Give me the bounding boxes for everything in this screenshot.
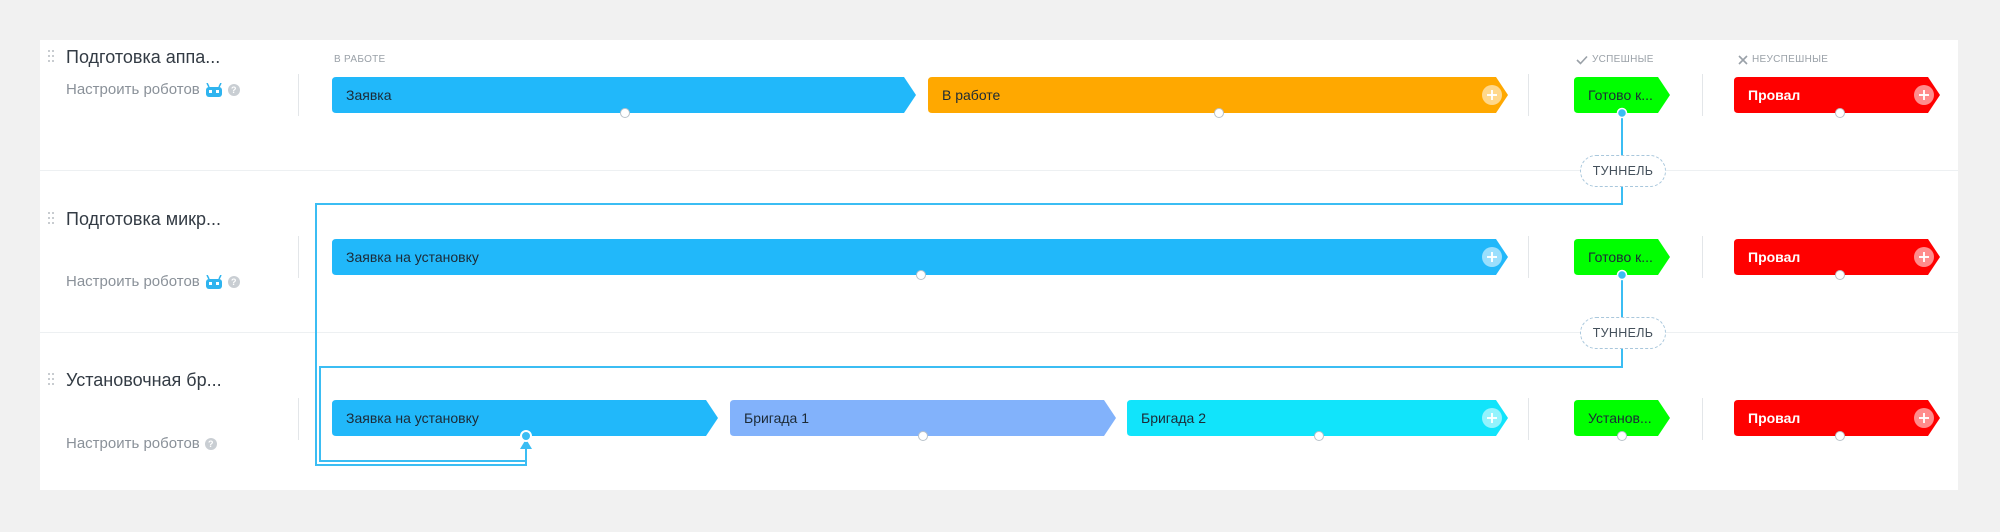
row-divider xyxy=(40,170,1958,171)
add-stage-icon[interactable] xyxy=(1914,408,1934,428)
stage-label: Провал xyxy=(1748,87,1801,103)
stage-label: Заявка на установку xyxy=(346,249,479,265)
stage-zayavka-na-ustanovku[interactable]: Заявка на установку xyxy=(332,239,1508,280)
help-icon[interactable]: ? xyxy=(227,275,240,288)
stage-label: Заявка на установку xyxy=(346,410,479,426)
configure-robots-link[interactable]: Настроить роботов ? xyxy=(66,435,217,452)
connector-point[interactable] xyxy=(916,270,926,280)
drag-handle-icon[interactable] xyxy=(48,212,56,228)
stage-success[interactable]: Готово к... xyxy=(1574,77,1670,113)
divider xyxy=(1702,398,1703,440)
divider xyxy=(1528,236,1529,278)
divider xyxy=(298,74,299,116)
add-stage-icon[interactable] xyxy=(1482,247,1502,267)
cross-icon xyxy=(1738,54,1748,65)
connector-point[interactable] xyxy=(620,108,630,118)
stage-label: Заявка xyxy=(346,87,392,103)
add-stage-icon[interactable] xyxy=(1914,85,1934,105)
configure-robots-label[interactable]: Настроить роботов xyxy=(66,435,200,452)
divider xyxy=(1702,236,1703,278)
connector-point[interactable] xyxy=(1617,431,1627,441)
add-stage-icon[interactable] xyxy=(1914,247,1934,267)
column-header-success: УСПЕШНЫЕ xyxy=(1576,54,1654,65)
configure-robots-label[interactable]: Настроить роботов xyxy=(66,273,200,290)
stage-label: В работе xyxy=(942,87,1001,103)
connector-point[interactable] xyxy=(1314,431,1324,441)
stage-label: Провал xyxy=(1748,410,1801,426)
stage-v-rabote[interactable]: В работе xyxy=(928,77,1508,118)
stage-fail[interactable]: Провал xyxy=(1734,77,1940,118)
tunnel-badge[interactable]: ТУННЕЛЬ xyxy=(1580,155,1666,187)
add-stage-icon[interactable] xyxy=(1482,85,1502,105)
check-icon xyxy=(1576,55,1588,65)
configure-robots-link[interactable]: Настроить роботов ? xyxy=(66,81,240,98)
pipeline-title[interactable]: Подготовка микр... xyxy=(66,209,222,229)
pipeline-title[interactable]: Подготовка аппа... xyxy=(66,47,221,67)
robot-icon xyxy=(205,274,222,289)
connector-point[interactable] xyxy=(1835,270,1845,280)
stage-label: Готово к... xyxy=(1588,249,1653,265)
help-icon[interactable]: ? xyxy=(204,437,217,450)
column-header-in-work: В РАБОТЕ xyxy=(334,54,386,65)
stage-zayavka[interactable]: Заявка xyxy=(332,77,916,118)
stage-brigada-2[interactable]: Бригада 2 xyxy=(1127,400,1508,441)
connector-point[interactable] xyxy=(1214,108,1224,118)
column-header-fail: НЕУСПЕШНЫЕ xyxy=(1738,54,1828,65)
stage-fail[interactable]: Провал xyxy=(1734,400,1940,441)
stage-label: Бригада 2 xyxy=(1141,410,1207,426)
divider xyxy=(1528,398,1529,440)
add-stage-icon[interactable] xyxy=(1482,408,1502,428)
pipeline-title[interactable]: Установочная бр... xyxy=(66,370,222,390)
stage-zayavka-na-ustanovku[interactable]: Заявка на установку xyxy=(332,400,718,436)
divider xyxy=(1702,74,1703,116)
divider xyxy=(298,236,299,278)
connector-point[interactable] xyxy=(1835,108,1845,118)
robot-icon xyxy=(205,82,222,97)
divider xyxy=(298,398,299,440)
stage-brigada-1[interactable]: Бригада 1 xyxy=(730,400,1116,441)
connector-point[interactable] xyxy=(918,431,928,441)
drag-handle-icon[interactable] xyxy=(48,373,56,389)
configure-robots-label[interactable]: Настроить роботов xyxy=(66,81,200,98)
drag-handle-icon[interactable] xyxy=(48,50,56,66)
stage-label: Бригада 1 xyxy=(744,410,810,426)
stage-success[interactable]: Готово к... xyxy=(1574,239,1670,275)
stage-label: Провал xyxy=(1748,249,1801,265)
stage-fail[interactable]: Провал xyxy=(1734,239,1940,280)
configure-robots-link[interactable]: Настроить роботов ? xyxy=(66,273,240,290)
divider xyxy=(1528,74,1529,116)
connector-point[interactable] xyxy=(1835,431,1845,441)
stage-success[interactable]: Установ... xyxy=(1574,400,1670,441)
help-icon[interactable]: ? xyxy=(227,83,240,96)
stage-label: Готово к... xyxy=(1588,87,1653,103)
tunnel-badge[interactable]: ТУННЕЛЬ xyxy=(1580,317,1666,349)
row-divider xyxy=(40,332,1958,333)
